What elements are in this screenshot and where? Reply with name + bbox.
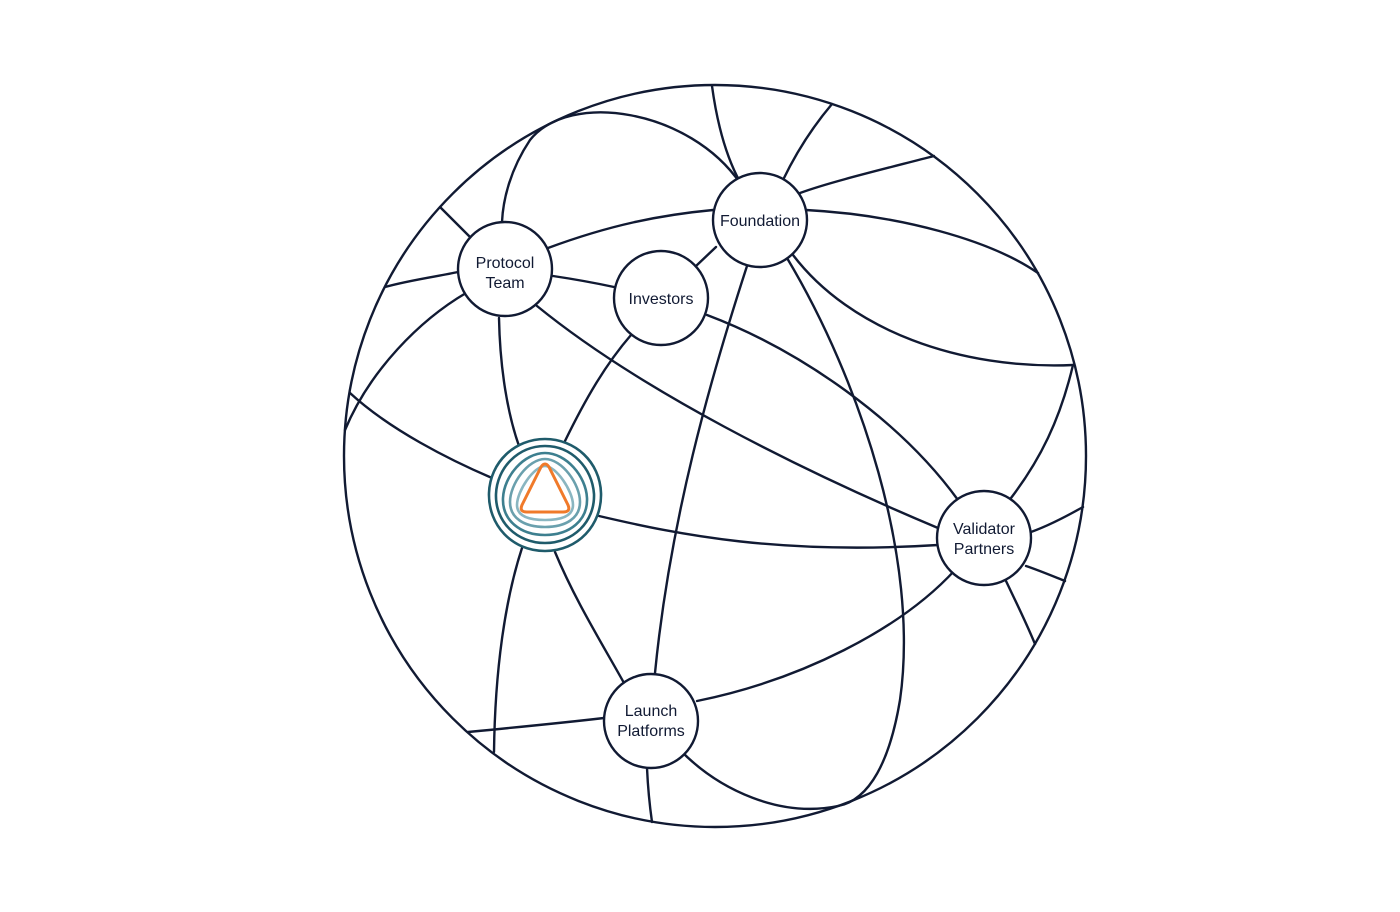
globe-grid-lines xyxy=(343,84,1085,824)
node-circle xyxy=(612,249,710,347)
node-label-line2: Team xyxy=(485,275,524,292)
node-label-line2: Platforms xyxy=(617,723,685,740)
node-circle xyxy=(602,672,700,770)
node-circle xyxy=(711,171,809,269)
logo-triangle xyxy=(519,462,571,514)
node-label-line1: Protocol xyxy=(476,255,535,272)
layered-triangle-logo-icon xyxy=(487,437,603,553)
node-label-line1: Launch xyxy=(625,703,678,720)
node-validator-partners[interactable]: Validator Partners xyxy=(935,489,1033,587)
node-foundation[interactable]: Foundation xyxy=(711,171,809,269)
node-circle xyxy=(456,220,554,318)
node-label: Investors xyxy=(629,291,694,308)
node-protocol-team[interactable]: Protocol Team xyxy=(456,220,554,318)
node-label-line1: Validator xyxy=(953,521,1016,538)
node-launch-platforms[interactable]: Launch Platforms xyxy=(602,672,700,770)
globe-outline xyxy=(342,83,1088,829)
node-label-line2: Partners xyxy=(954,541,1014,558)
central-logo-node[interactable] xyxy=(487,437,603,553)
node-circle xyxy=(935,489,1033,587)
node-investors[interactable]: Investors xyxy=(612,249,710,347)
node-label: Foundation xyxy=(720,213,800,230)
